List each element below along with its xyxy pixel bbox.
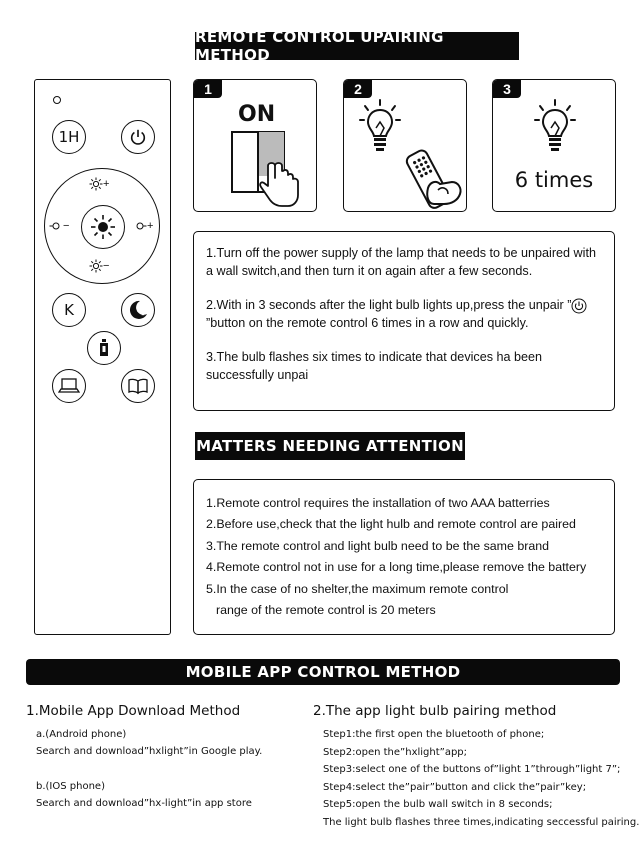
unpair-method-banner: REMOTE CONTROL UPAIRING METHOD xyxy=(195,28,519,64)
power-icon xyxy=(571,298,587,314)
sun-small-icon xyxy=(89,177,103,191)
attention-item: 4.Remote control not in use for a long t… xyxy=(206,560,587,575)
step-2-panel: 2 xyxy=(343,79,467,212)
half-sun-icon xyxy=(49,222,60,230)
pairing-step: Step2:open the”hxlight”app; xyxy=(323,746,468,758)
app-control-banner: MOBILE APP CONTROL METHOD xyxy=(26,659,620,685)
cct-down-sign: − xyxy=(63,220,70,232)
pairing-step: Step4:select the”pair”button and click t… xyxy=(323,781,587,793)
attention-banner: MATTERS NEEDING ATTENTION xyxy=(195,432,465,460)
android-label: a.(Android phone) xyxy=(36,729,127,740)
android-text: Search and download”hxlight”in Google pl… xyxy=(36,746,263,757)
app-download-title: 1.Mobile App Download Method xyxy=(26,703,241,719)
half-sun-icon xyxy=(136,222,147,230)
ios-instructions: b.(IOS phone) Search and download”hx-lig… xyxy=(36,778,252,812)
pairing-step: Step5:open the bulb wall switch in 8 sec… xyxy=(323,799,553,811)
indicator-led-icon xyxy=(53,96,61,104)
night-mode-button xyxy=(121,293,155,327)
brightness-up-sign: + xyxy=(103,178,110,190)
brightness-cct-dial: + − − xyxy=(44,168,160,284)
ios-label: b.(IOS phone) xyxy=(36,781,105,792)
ios-text: Search and download”hx-light”in app stor… xyxy=(36,798,252,809)
unpair-step-1: 1.Turn off the power supply of the lamp … xyxy=(206,246,596,278)
k-button: K xyxy=(52,293,86,327)
computer-mode-button xyxy=(52,369,86,403)
six-times-label: 6 times xyxy=(514,168,594,192)
light-bulb-icon xyxy=(359,99,401,151)
lamp-icon xyxy=(100,339,108,356)
timer-1h-label: 1H xyxy=(58,128,80,146)
dial-center-button xyxy=(81,205,125,249)
step-3-number: 3 xyxy=(493,80,521,98)
attention-item: 3.The remote control and light bulb need… xyxy=(206,538,550,553)
step-3-panel: 3 6 times xyxy=(492,79,616,212)
hand-remote-icon xyxy=(405,149,462,209)
attention-box: 1.Remote control requires the installati… xyxy=(193,479,615,635)
unpair-step-3: 3.The bulb flashes six times to indicate… xyxy=(206,350,543,382)
step-1-panel: 1 ON xyxy=(193,79,317,212)
timer-1h-button: 1H xyxy=(52,120,86,154)
remote-control-illustration: 1H + xyxy=(34,79,171,635)
book-icon xyxy=(128,378,148,395)
step-2-number: 2 xyxy=(344,80,372,98)
unpair-step-2-text-a: 2.With in 3 seconds after the light bulb… xyxy=(206,298,572,312)
pairing-step: Step1:the first open the bluetooth of ph… xyxy=(323,729,545,740)
pairing-step: Step3:select one of the buttons of”light… xyxy=(323,764,621,776)
android-instructions: a.(Android phone) Search and download”hx… xyxy=(36,726,262,760)
power-icon xyxy=(130,129,146,145)
power-button xyxy=(121,120,155,154)
unpair-step-2-text-b: ”button on the remote control 6 times in… xyxy=(206,315,529,330)
reading-mode-button xyxy=(121,369,155,403)
brightness-down-sign: − xyxy=(103,260,110,272)
cct-up-sign: + xyxy=(147,220,154,232)
attention-item: 1.Remote control requires the installati… xyxy=(206,496,550,510)
brightness-down-control: − xyxy=(89,259,109,273)
on-label: ON xyxy=(238,102,276,127)
cct-down-control: − xyxy=(49,219,69,233)
light-bulb-icon xyxy=(534,99,576,151)
step-1-number: 1 xyxy=(194,80,222,98)
unpair-step-2: 2.With in 3 seconds after the light bulb… xyxy=(206,297,602,332)
sun-icon xyxy=(91,215,115,239)
wall-switch-icon xyxy=(231,131,299,207)
app-pairing-title: 2.The app light bulb pairing method xyxy=(313,703,557,719)
attention-item: 5.In the case of no shelter,the maximum … xyxy=(206,581,509,596)
brightness-up-control: + xyxy=(89,177,109,191)
attention-item: 2.Before use,check that the light hulb a… xyxy=(206,517,576,532)
attention-item-continuation: range of the remote control is 20 meters xyxy=(216,603,436,618)
moon-stars-icon xyxy=(129,300,147,319)
pairing-steps-list: Step1:the first open the bluetooth of ph… xyxy=(323,726,639,832)
sun-small-icon xyxy=(89,259,103,273)
reading-lamp-button xyxy=(87,331,121,365)
pairing-step: The light bulb flashes three times,indic… xyxy=(323,816,640,828)
laptop-icon xyxy=(58,378,80,393)
cct-up-control: + xyxy=(133,219,153,233)
k-label: K xyxy=(64,301,74,319)
unpair-instructions-box: 1.Turn off the power supply of the lamp … xyxy=(193,231,615,411)
